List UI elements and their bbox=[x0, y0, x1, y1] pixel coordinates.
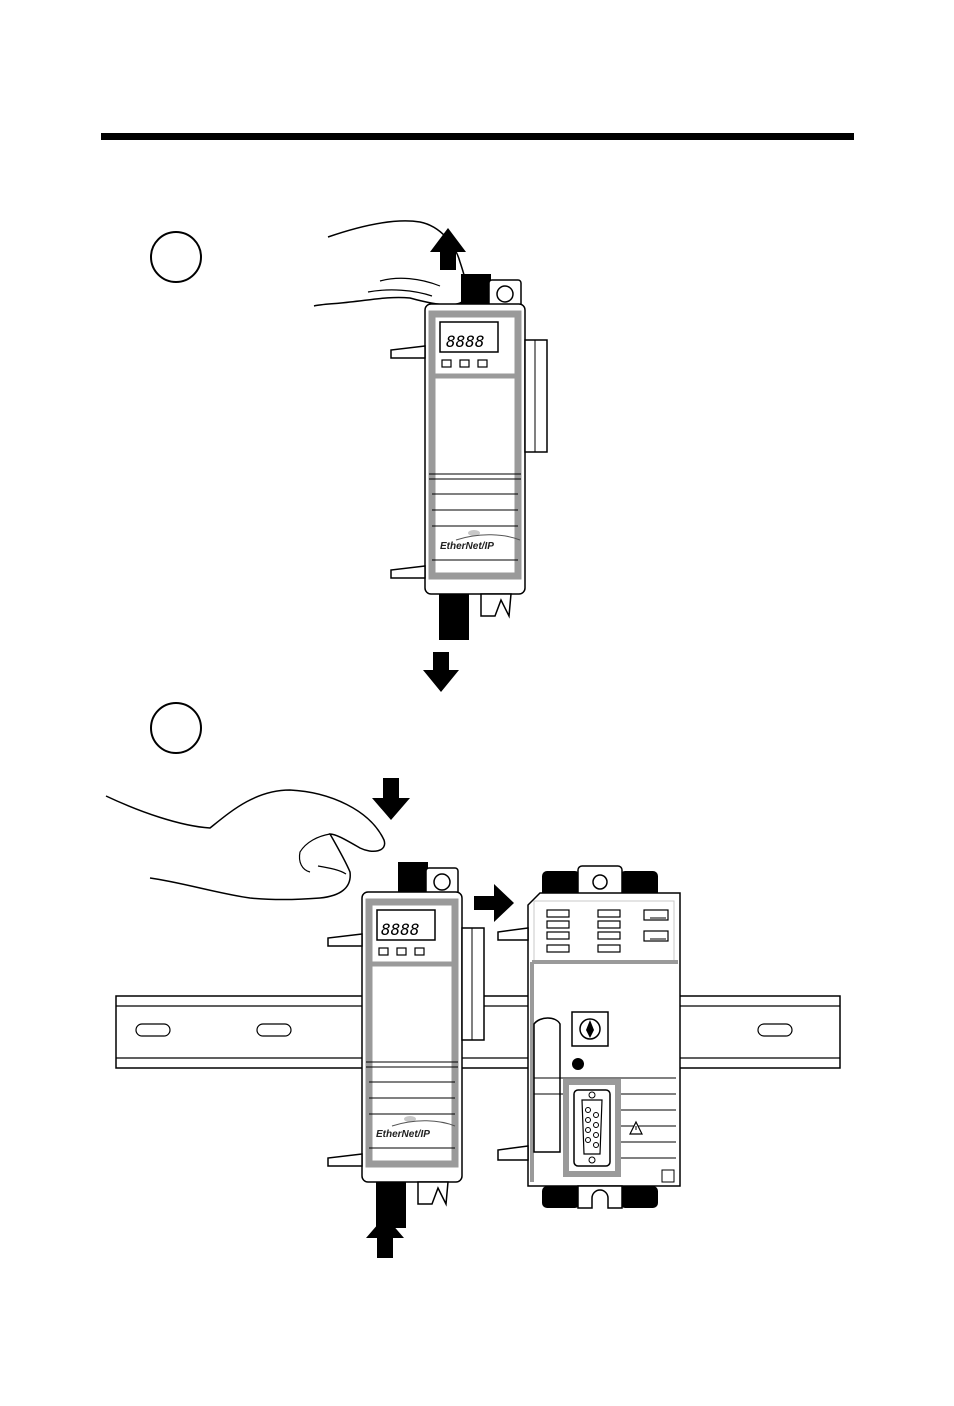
hand-icon bbox=[106, 790, 385, 900]
step-2-marker bbox=[151, 703, 201, 753]
step-1-marker bbox=[151, 232, 201, 282]
ethernet-ip-logo: EtherNet/IP bbox=[376, 1129, 430, 1140]
adapter-module-step1 bbox=[391, 274, 547, 640]
display-readout: 8888 bbox=[381, 920, 420, 939]
arrow-right-icon bbox=[474, 884, 514, 922]
arrow-down-icon bbox=[423, 652, 459, 692]
display-readout: 8888 bbox=[446, 332, 485, 351]
arrow-down-icon bbox=[372, 778, 410, 820]
ethernet-ip-logo: EtherNet/IP bbox=[440, 541, 494, 552]
